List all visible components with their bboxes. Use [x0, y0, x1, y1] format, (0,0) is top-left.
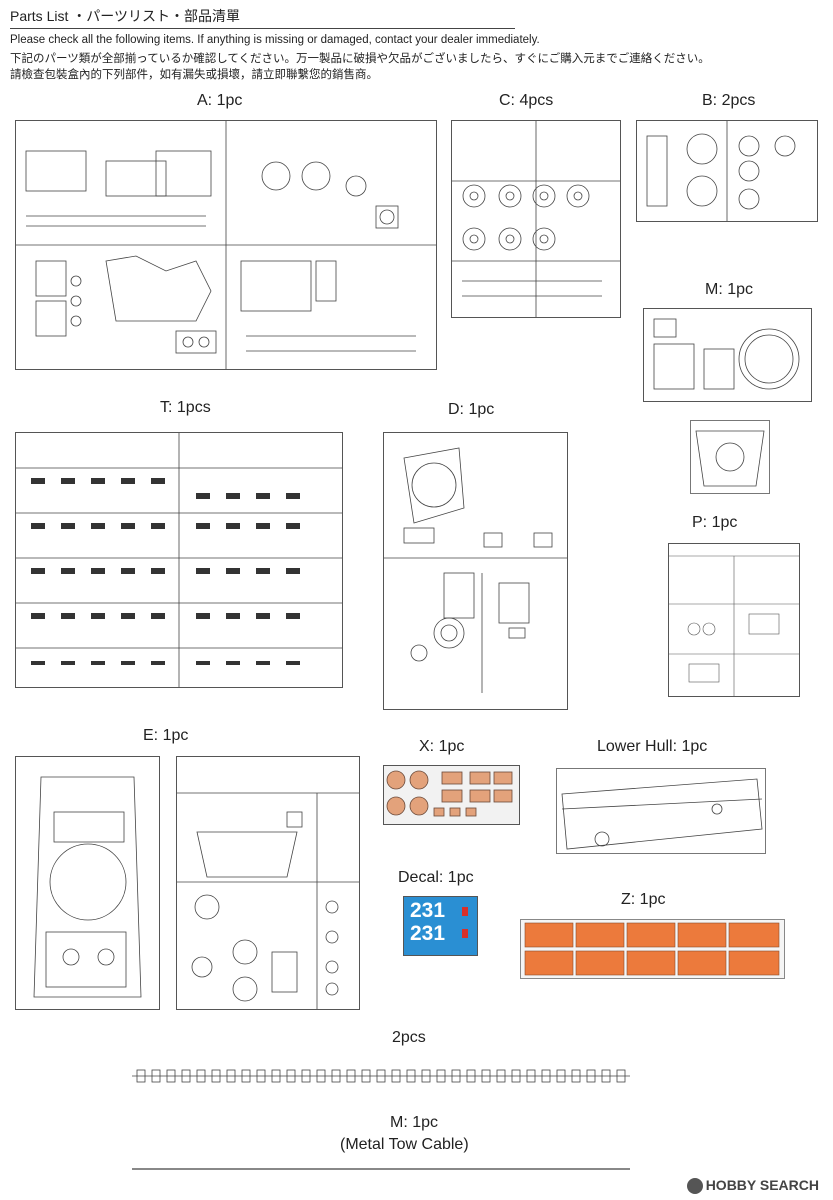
sprue-x-photoetch [383, 765, 520, 825]
header-divider [10, 28, 515, 29]
sprue-m-drawing [643, 308, 812, 402]
lower-hull-drawing [556, 768, 766, 854]
label-sprue-b: B: 2pcs [702, 92, 756, 109]
label-sprue-x: X: 1pc [419, 738, 465, 755]
note-english: Please check all the following items. If… [10, 34, 540, 46]
sprue-m-turret-part [690, 420, 770, 494]
sprue-e-parts-drawing [176, 756, 360, 1010]
parts-list-title: Parts List ・パーツリスト・部品清單 [10, 8, 240, 24]
label-decal: Decal: 1pc [398, 869, 474, 886]
label-sprue-m: M: 1pc [705, 281, 754, 298]
label-sprue-e: E: 1pc [143, 727, 189, 744]
label-sprue-p: P: 1pc [692, 514, 738, 531]
sprue-z-plates [520, 919, 785, 979]
watermark: HOBBY SEARCH [686, 1176, 819, 1194]
note-chinese: 請檢查包裝盒內的下列部件，如有漏失或損壞，請立即聯繫您的銷售商。 [10, 69, 378, 81]
sprue-a-drawing [15, 120, 437, 370]
decal-red-marking [462, 907, 468, 916]
sprue-p-drawing [668, 543, 800, 697]
label-lower-hull: Lower Hull: 1pc [597, 738, 708, 755]
sprue-d-drawing [383, 432, 568, 710]
label-sprue-d: D: 1pc [448, 401, 495, 418]
decal-number-2: 231 [410, 922, 446, 945]
watermark-logo-icon [686, 1178, 703, 1194]
sprue-b-drawing [636, 120, 818, 222]
label-sprue-a: A: 1pc [197, 92, 243, 109]
label-cable-desc: (Metal Tow Cable) [340, 1136, 469, 1153]
metal-tow-cable [132, 1168, 630, 1170]
label-sprue-z: Z: 1pc [621, 891, 666, 908]
label-sprue-t: T: 1pcs [160, 399, 211, 416]
sprue-t-drawing [15, 432, 343, 688]
watermark-text: HOBBY SEARCH [705, 1176, 819, 1193]
decal-sheet: 231 231 [403, 896, 478, 956]
note-japanese: 下記のパーツ類が全部揃っているか確認してください。万一製品に破損や欠品がございま… [10, 53, 710, 65]
sprue-e-hull-drawing [15, 756, 160, 1010]
label-cable: M: 1pc [390, 1114, 439, 1131]
label-sprue-c: C: 4pcs [499, 92, 554, 109]
label-tracks: 2pcs [392, 1029, 426, 1046]
decal-red-marking [462, 929, 468, 938]
track-links-drawing [132, 1067, 630, 1085]
decal-number-1: 231 [410, 899, 446, 922]
sprue-c-drawing [451, 120, 621, 318]
